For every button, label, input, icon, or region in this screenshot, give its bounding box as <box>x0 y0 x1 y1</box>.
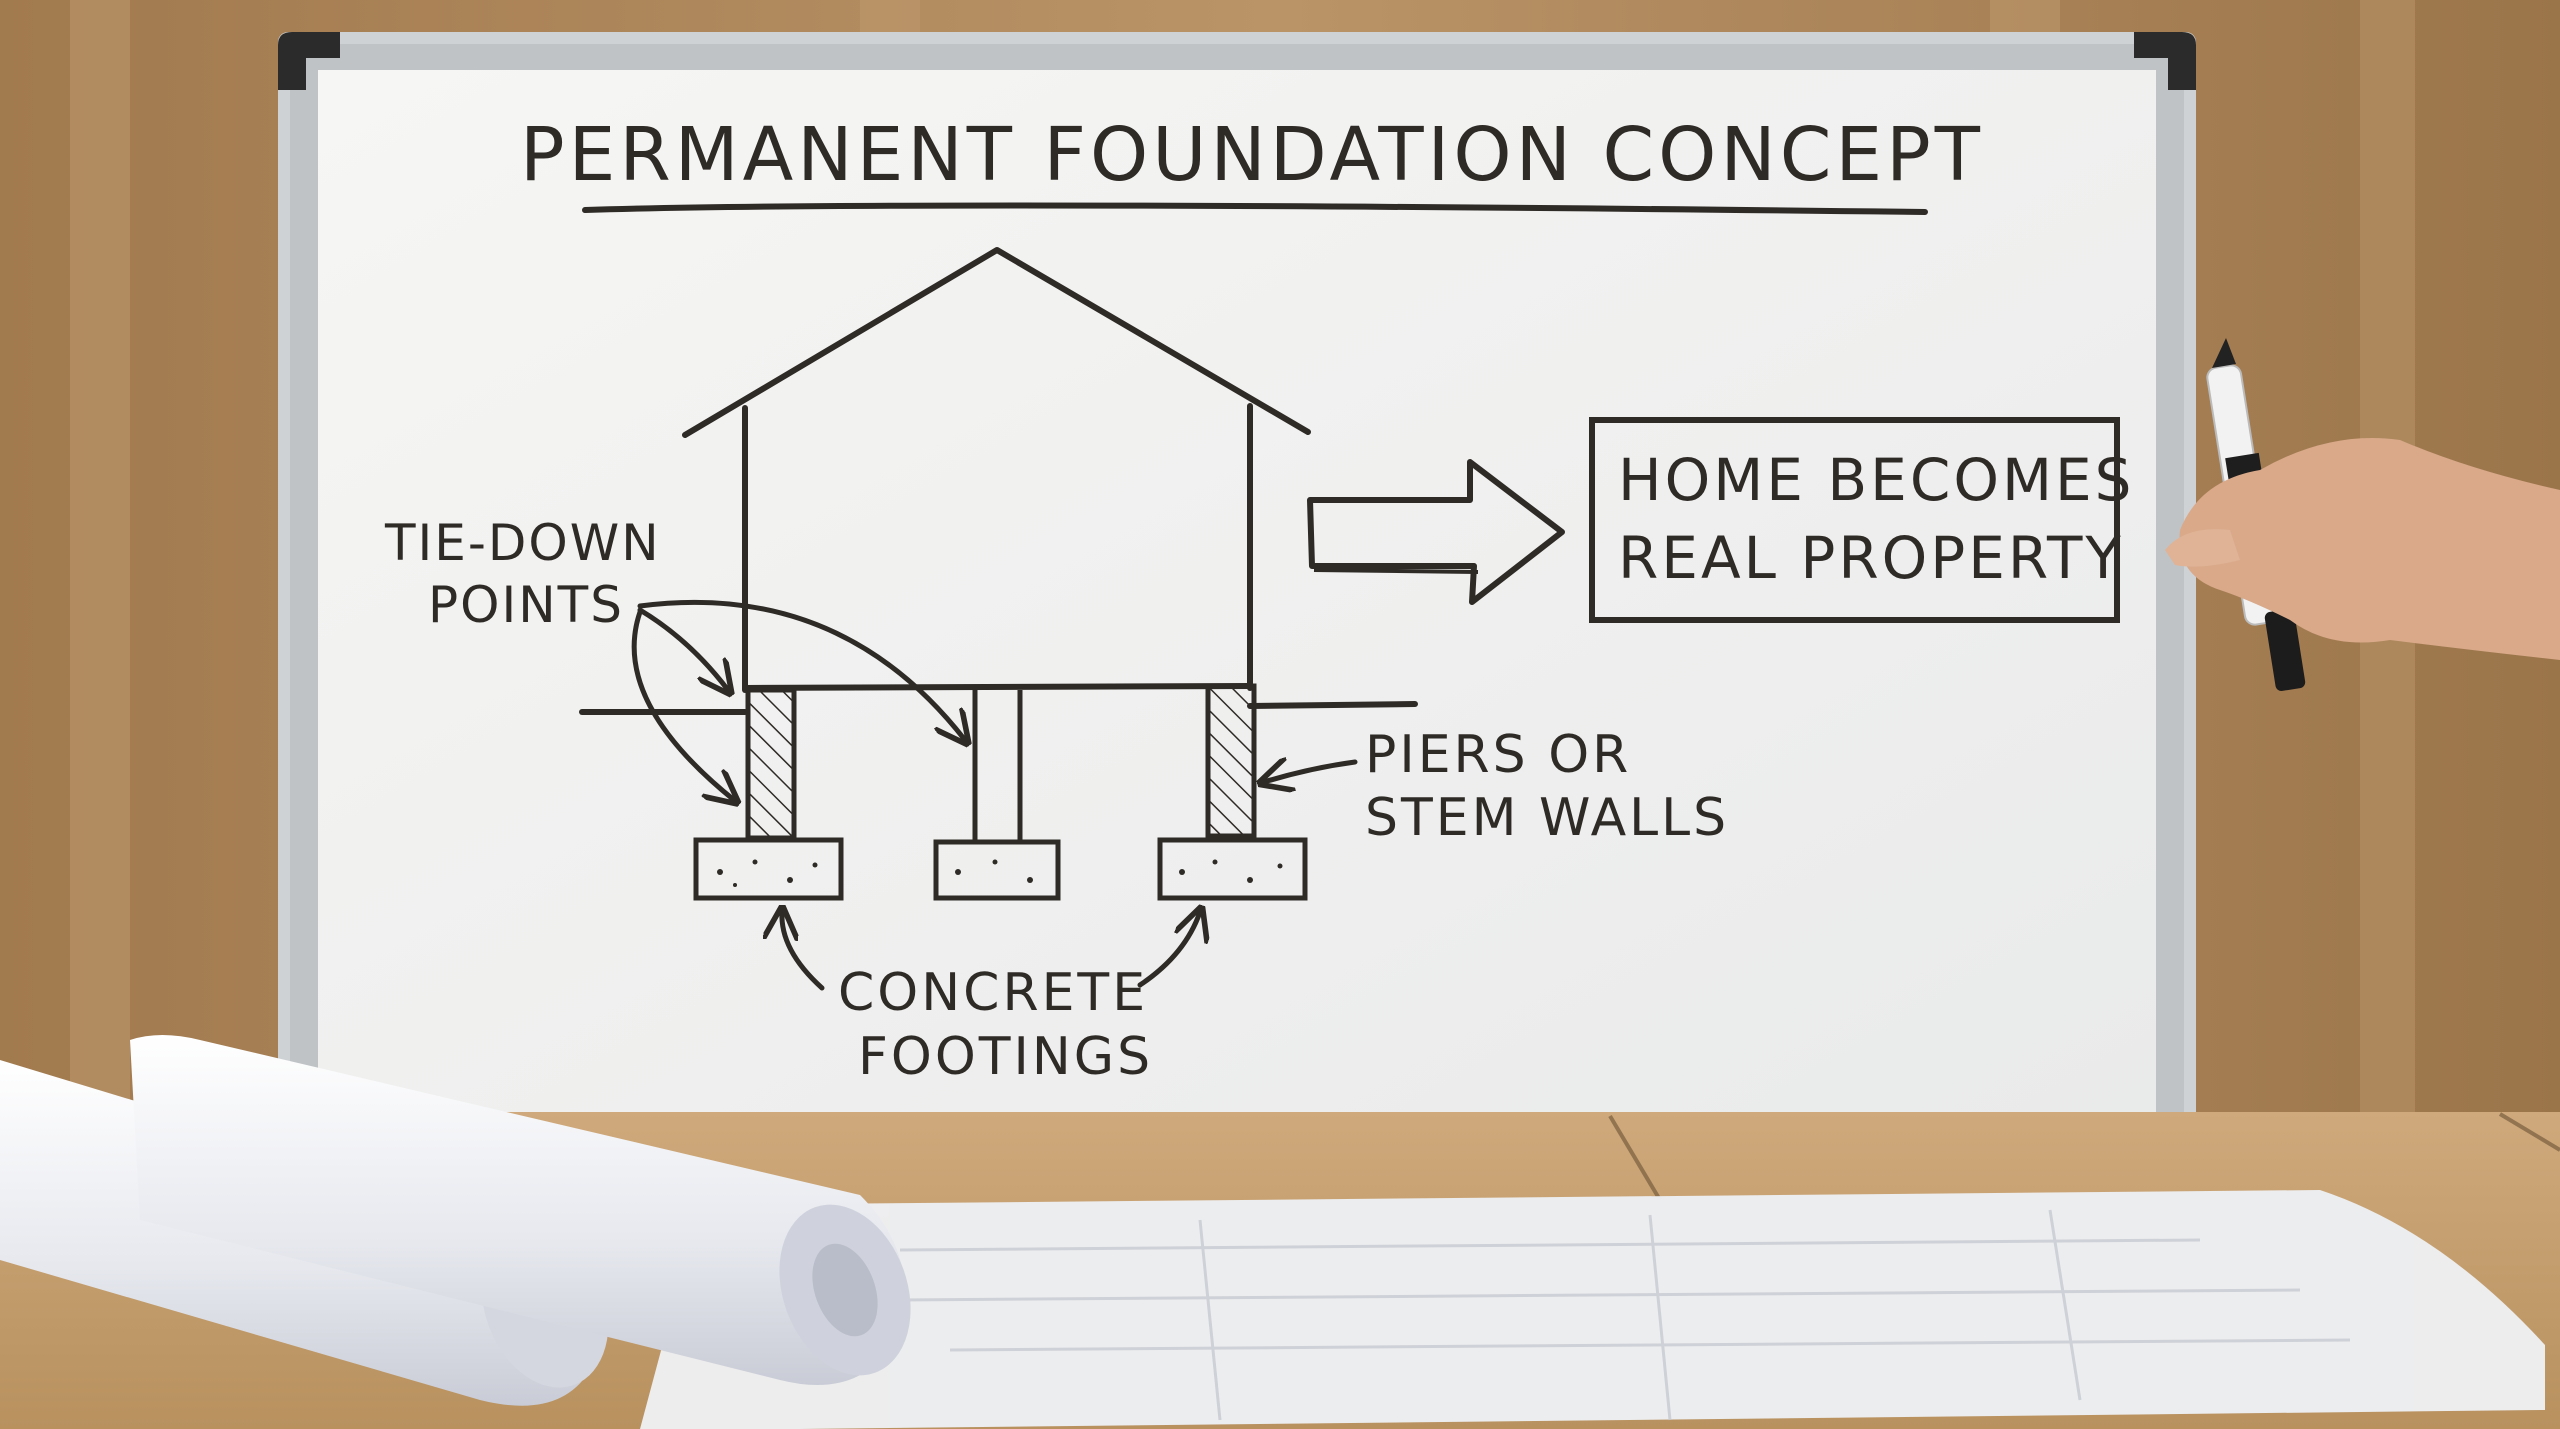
title-underline <box>582 202 1928 215</box>
arrow-tie-down-1 <box>637 607 728 690</box>
arrow-footing-right <box>1137 912 1200 988</box>
callout-line-2: Real Property <box>1618 524 2124 592</box>
hand-with-marker <box>2165 338 2560 691</box>
rolled-plans <box>0 1035 911 1406</box>
house-floor <box>742 683 1253 691</box>
arrow-tie-down-3 <box>637 599 965 740</box>
callout-line-1: Home Becomes <box>1618 446 2134 514</box>
footing-right <box>1157 837 1308 901</box>
frame-corner-top-right <box>2134 32 2196 90</box>
label-footings-line-1: Concrete <box>838 963 1148 1023</box>
label-piers-line-1: Piers or <box>1365 725 1631 785</box>
label-footings-line-2: Footings <box>858 1027 1153 1087</box>
big-arrow-icon <box>1307 459 1565 605</box>
blueprint-sheets <box>640 1190 2545 1429</box>
pier-right <box>1205 683 1257 839</box>
label-tie-down-line-1: Tie-Down <box>384 514 661 572</box>
label-tie-down-line-2: Points <box>428 576 624 634</box>
house-diagram <box>579 247 1418 715</box>
whiteboard <box>278 32 2196 1122</box>
pointer-arrows <box>631 599 1358 991</box>
frame-corner-top-left <box>278 32 340 90</box>
arrow-tie-down-2 <box>631 609 734 800</box>
arrow-piers <box>1264 762 1358 782</box>
pier-middle <box>972 690 1023 840</box>
thumb <box>2165 529 2240 567</box>
arrow-footing-left <box>782 912 825 991</box>
hand <box>2179 438 2560 660</box>
footing-middle <box>933 839 1061 901</box>
pier-left <box>745 687 797 841</box>
callout-box: Home Becomes Real Property <box>1589 417 2134 623</box>
label-piers-line-2: Stem Walls <box>1365 788 1729 848</box>
big-arrow-shadow <box>1313 568 1479 574</box>
house-roof <box>682 247 1311 438</box>
ground-line-right <box>1247 701 1418 709</box>
board-title: Permanent Foundation Concept <box>520 112 1984 198</box>
footing-left <box>693 837 844 901</box>
